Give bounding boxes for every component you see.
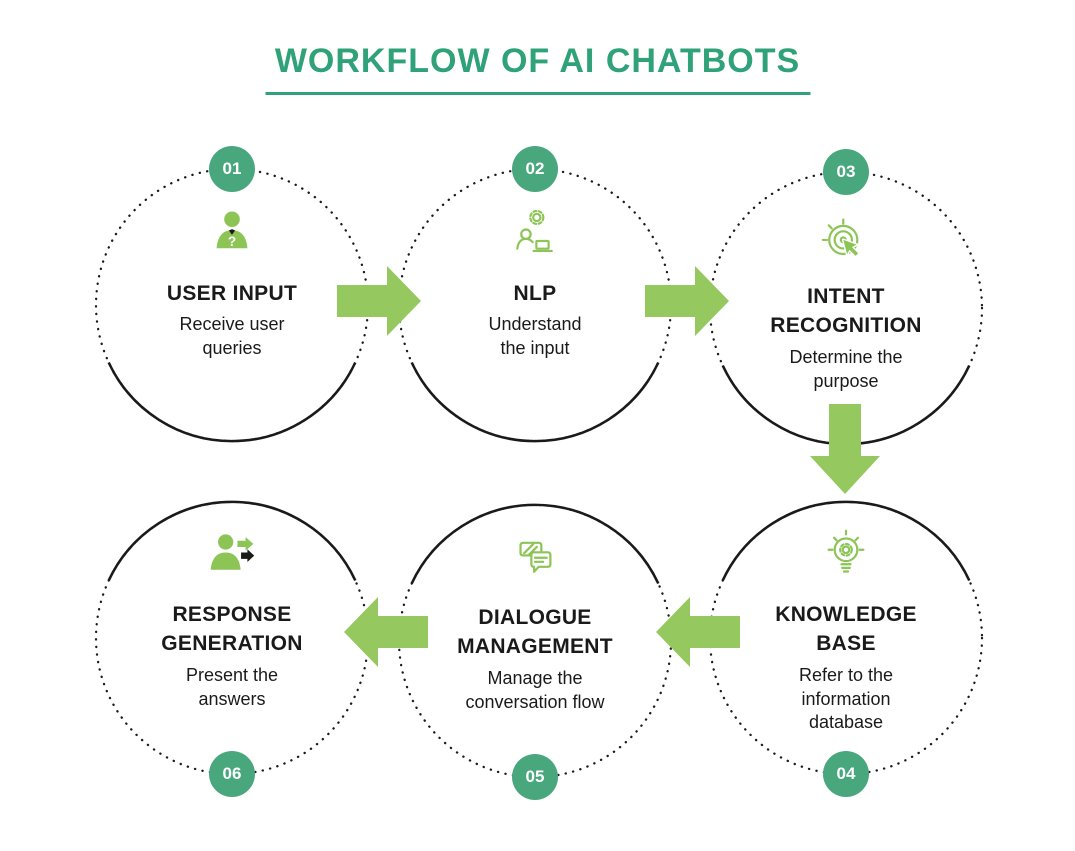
step-number-badge: 01 [209,146,255,192]
step-node-dialogue-management: 05 DIALOGUE MANAGEMENT Manage the conver… [395,501,675,800]
step-node-user-input: 01 ? USER INPUT Receive user queries [92,146,372,445]
arrow-down-icon [810,404,880,494]
step-node-nlp: 02 NLP Understand the input [395,146,675,445]
step-description: Present the answers [185,664,279,709]
step-number-badge: 02 [512,146,558,192]
user-share-icon [210,534,255,570]
step-title: DIALOGUE MANAGEMENT [457,606,613,659]
arrow-left-icon [344,597,428,667]
step-number-badge: 06 [209,751,255,797]
arrow-right-icon [337,266,421,336]
lightbulb-gear-icon [827,529,865,573]
step-description: Understand the input [488,314,582,359]
title-underline [265,92,810,95]
chat-bubbles-icon [519,541,552,573]
arrow-left-icon [656,597,740,667]
step-description: Refer to the information database [798,664,894,733]
step-description: Manage the conversation flow [465,667,605,712]
arrow-right-icon [645,266,729,336]
step-title: USER INPUT [166,282,298,305]
step-title: NLP [513,282,557,305]
step-node-response-generation: 06 RESPONSE GENERATION Present the answe… [92,498,372,797]
step-number-badge: 04 [823,751,869,797]
user-question-icon: ? [216,211,248,249]
step-node-knowledge-base: 04 KNOWLEDGE BASE Refer to the informati… [706,498,986,797]
step-title: INTENT RECOGNITION [770,285,922,338]
step-node-intent-recognition: 03 INTENT RECOGNITION Determine the purp… [706,149,986,448]
step-title: RESPONSE GENERATION [161,603,303,656]
step-description: Receive user queries [179,314,285,359]
step-number-badge: 03 [823,149,869,195]
step-description: Determine the purpose [789,346,903,391]
target-cursor-icon [821,218,860,258]
user-gear-icon [516,209,553,253]
step-number-badge: 05 [512,754,558,800]
svg-text:?: ? [228,234,236,249]
page-title: WORKFLOW OF AI CHATBOTS [274,42,801,80]
step-title: KNOWLEDGE BASE [775,603,917,656]
